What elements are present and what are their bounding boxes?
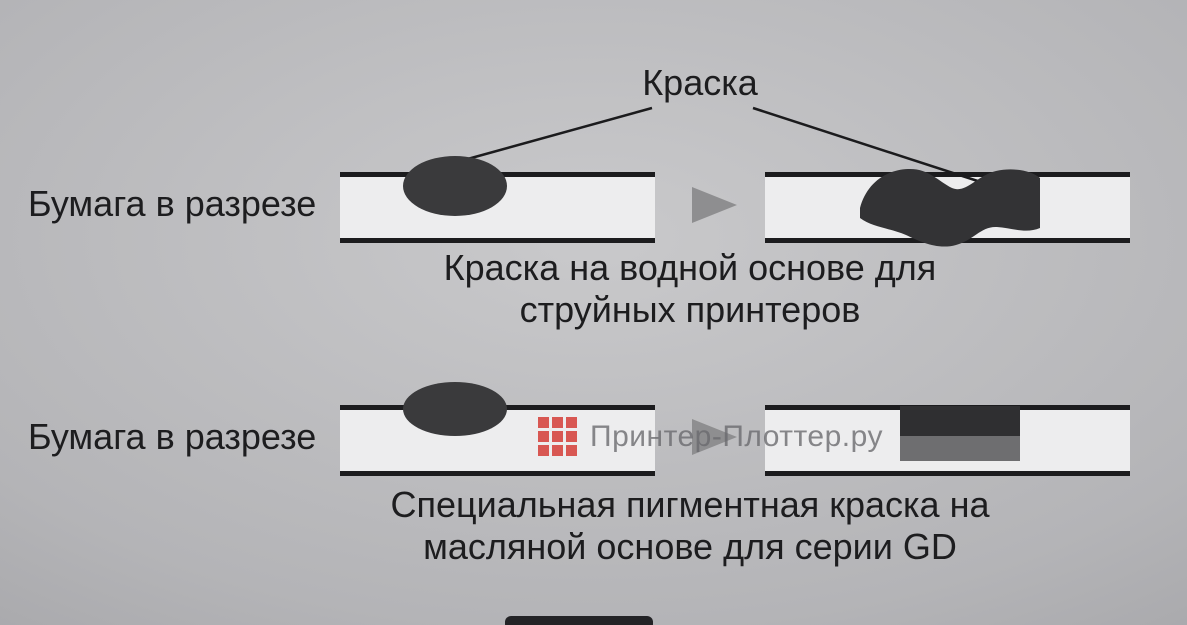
arrow-right-icon-bottom (692, 419, 737, 455)
printer-plotter-logo-icon (538, 417, 577, 456)
caption-line: масляной основе для серии GD (423, 526, 957, 567)
pointer-line-left (463, 106, 653, 162)
caption-line: струйных принтеров (519, 289, 861, 330)
logo-pixel (538, 417, 549, 428)
logo-pixel (552, 431, 563, 442)
logo-pixel (552, 445, 563, 456)
ink-label: Краска (642, 62, 758, 103)
logo-pixel (552, 417, 563, 428)
cropped-bottom-bar (505, 616, 653, 625)
logo-pixel (566, 431, 577, 442)
caption-pigment-ink: Специальная пигментная краска на масляно… (190, 484, 1187, 568)
soaked-ink-shape (860, 168, 1040, 247)
caption-line: Специальная пигментная краска на (390, 484, 990, 525)
arrow-right-icon-top (692, 187, 737, 223)
paper-cross-section-label-bottom: Бумага в разрезе (28, 416, 317, 457)
pointer-line-right (752, 106, 991, 187)
logo-pixel (566, 417, 577, 428)
ink-drop-top (403, 156, 507, 216)
logo-pixel (538, 431, 549, 442)
caption-line: Краска на водной основе для (443, 247, 937, 288)
paper-cross-section-label-top: Бумага в разрезе (28, 183, 317, 224)
ink-drop-bottom (403, 382, 507, 436)
pigment-under-layer (900, 436, 1020, 461)
watermark-text: Принтер-Плоттер.ру (590, 419, 883, 453)
watermark: Принтер-Плоттер.ру (538, 417, 883, 456)
logo-pixel (566, 445, 577, 456)
caption-water-based-ink: Краска на водной основе для струйных при… (190, 247, 1187, 331)
logo-pixel (538, 445, 549, 456)
pigment-surface-layer (900, 406, 1020, 436)
